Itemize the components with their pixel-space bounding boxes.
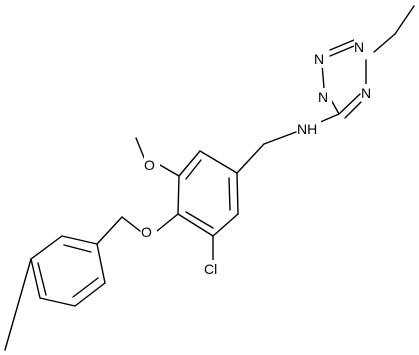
bond-ethyl-ch3 <box>394 5 415 35</box>
bond-tolyl-f <box>96 243 106 284</box>
bond-ring-f-inner <box>228 177 231 211</box>
bond-tz-n1-n2 <box>329 45 355 57</box>
bond-tolyl-d <box>39 297 76 307</box>
bond-tz-c5-n4-double <box>344 98 365 119</box>
bond-tolyl-methyl <box>4 258 32 351</box>
bond-ring-a <box>199 150 238 174</box>
atom-n1: N <box>354 39 364 55</box>
bond-tolyl-c-inner <box>37 262 47 296</box>
bond-o-ch2 <box>121 216 141 232</box>
label-bg-n4 <box>361 84 375 102</box>
bond-tolyl-e <box>74 282 106 307</box>
bond-o-methyl <box>135 137 146 161</box>
bond-tz-c5-n4 <box>338 93 361 115</box>
bond-tolyl-c <box>30 258 41 299</box>
bond-ring-d-inner <box>185 211 214 229</box>
bond-ring-c <box>177 175 180 215</box>
bond-tz-n1-n2-double <box>329 39 355 51</box>
label-bg-n2 <box>314 50 328 68</box>
bond-tolyl-a <box>61 235 98 245</box>
atom-o-ether: O <box>141 224 152 240</box>
bond-ring-o-ether <box>156 213 179 232</box>
atom-n2: N <box>314 51 324 67</box>
label-bg-o-ether <box>141 223 157 241</box>
bond-ring-e <box>212 213 239 237</box>
bond-nh-ch2 <box>263 131 297 145</box>
atom-n3: N <box>318 89 328 105</box>
bond-ch2-tolyl <box>96 216 123 245</box>
atom-n4: N <box>361 85 371 101</box>
bond-ring-b <box>178 150 201 177</box>
bond-tolyl-a-inner <box>63 244 92 253</box>
label-bg-nh <box>297 120 321 138</box>
bonds <box>4 5 415 351</box>
bond-ch2-ring <box>236 143 265 174</box>
atom-o-methoxy: O <box>144 157 155 173</box>
bond-tolyl-b <box>30 235 63 260</box>
bond-ethyl-ch2-n <box>373 33 396 53</box>
atom-labels: N N N N NH O O Cl <box>141 38 375 278</box>
bond-ring-b-inner <box>185 159 202 180</box>
label-bg-o-methoxy <box>144 156 160 174</box>
bond-ring-f <box>236 172 239 215</box>
bond-c5-nh <box>317 113 340 124</box>
atom-nh: NH <box>297 121 317 137</box>
label-bg-cl <box>204 260 226 278</box>
bond-ring-o-methoxy <box>159 164 180 177</box>
bond-tolyl-e-inner <box>72 277 99 298</box>
label-bg-n3 <box>318 88 332 106</box>
label-bg-n1 <box>354 38 368 56</box>
atom-cl: Cl <box>204 261 217 277</box>
bond-ring-d <box>177 213 214 237</box>
